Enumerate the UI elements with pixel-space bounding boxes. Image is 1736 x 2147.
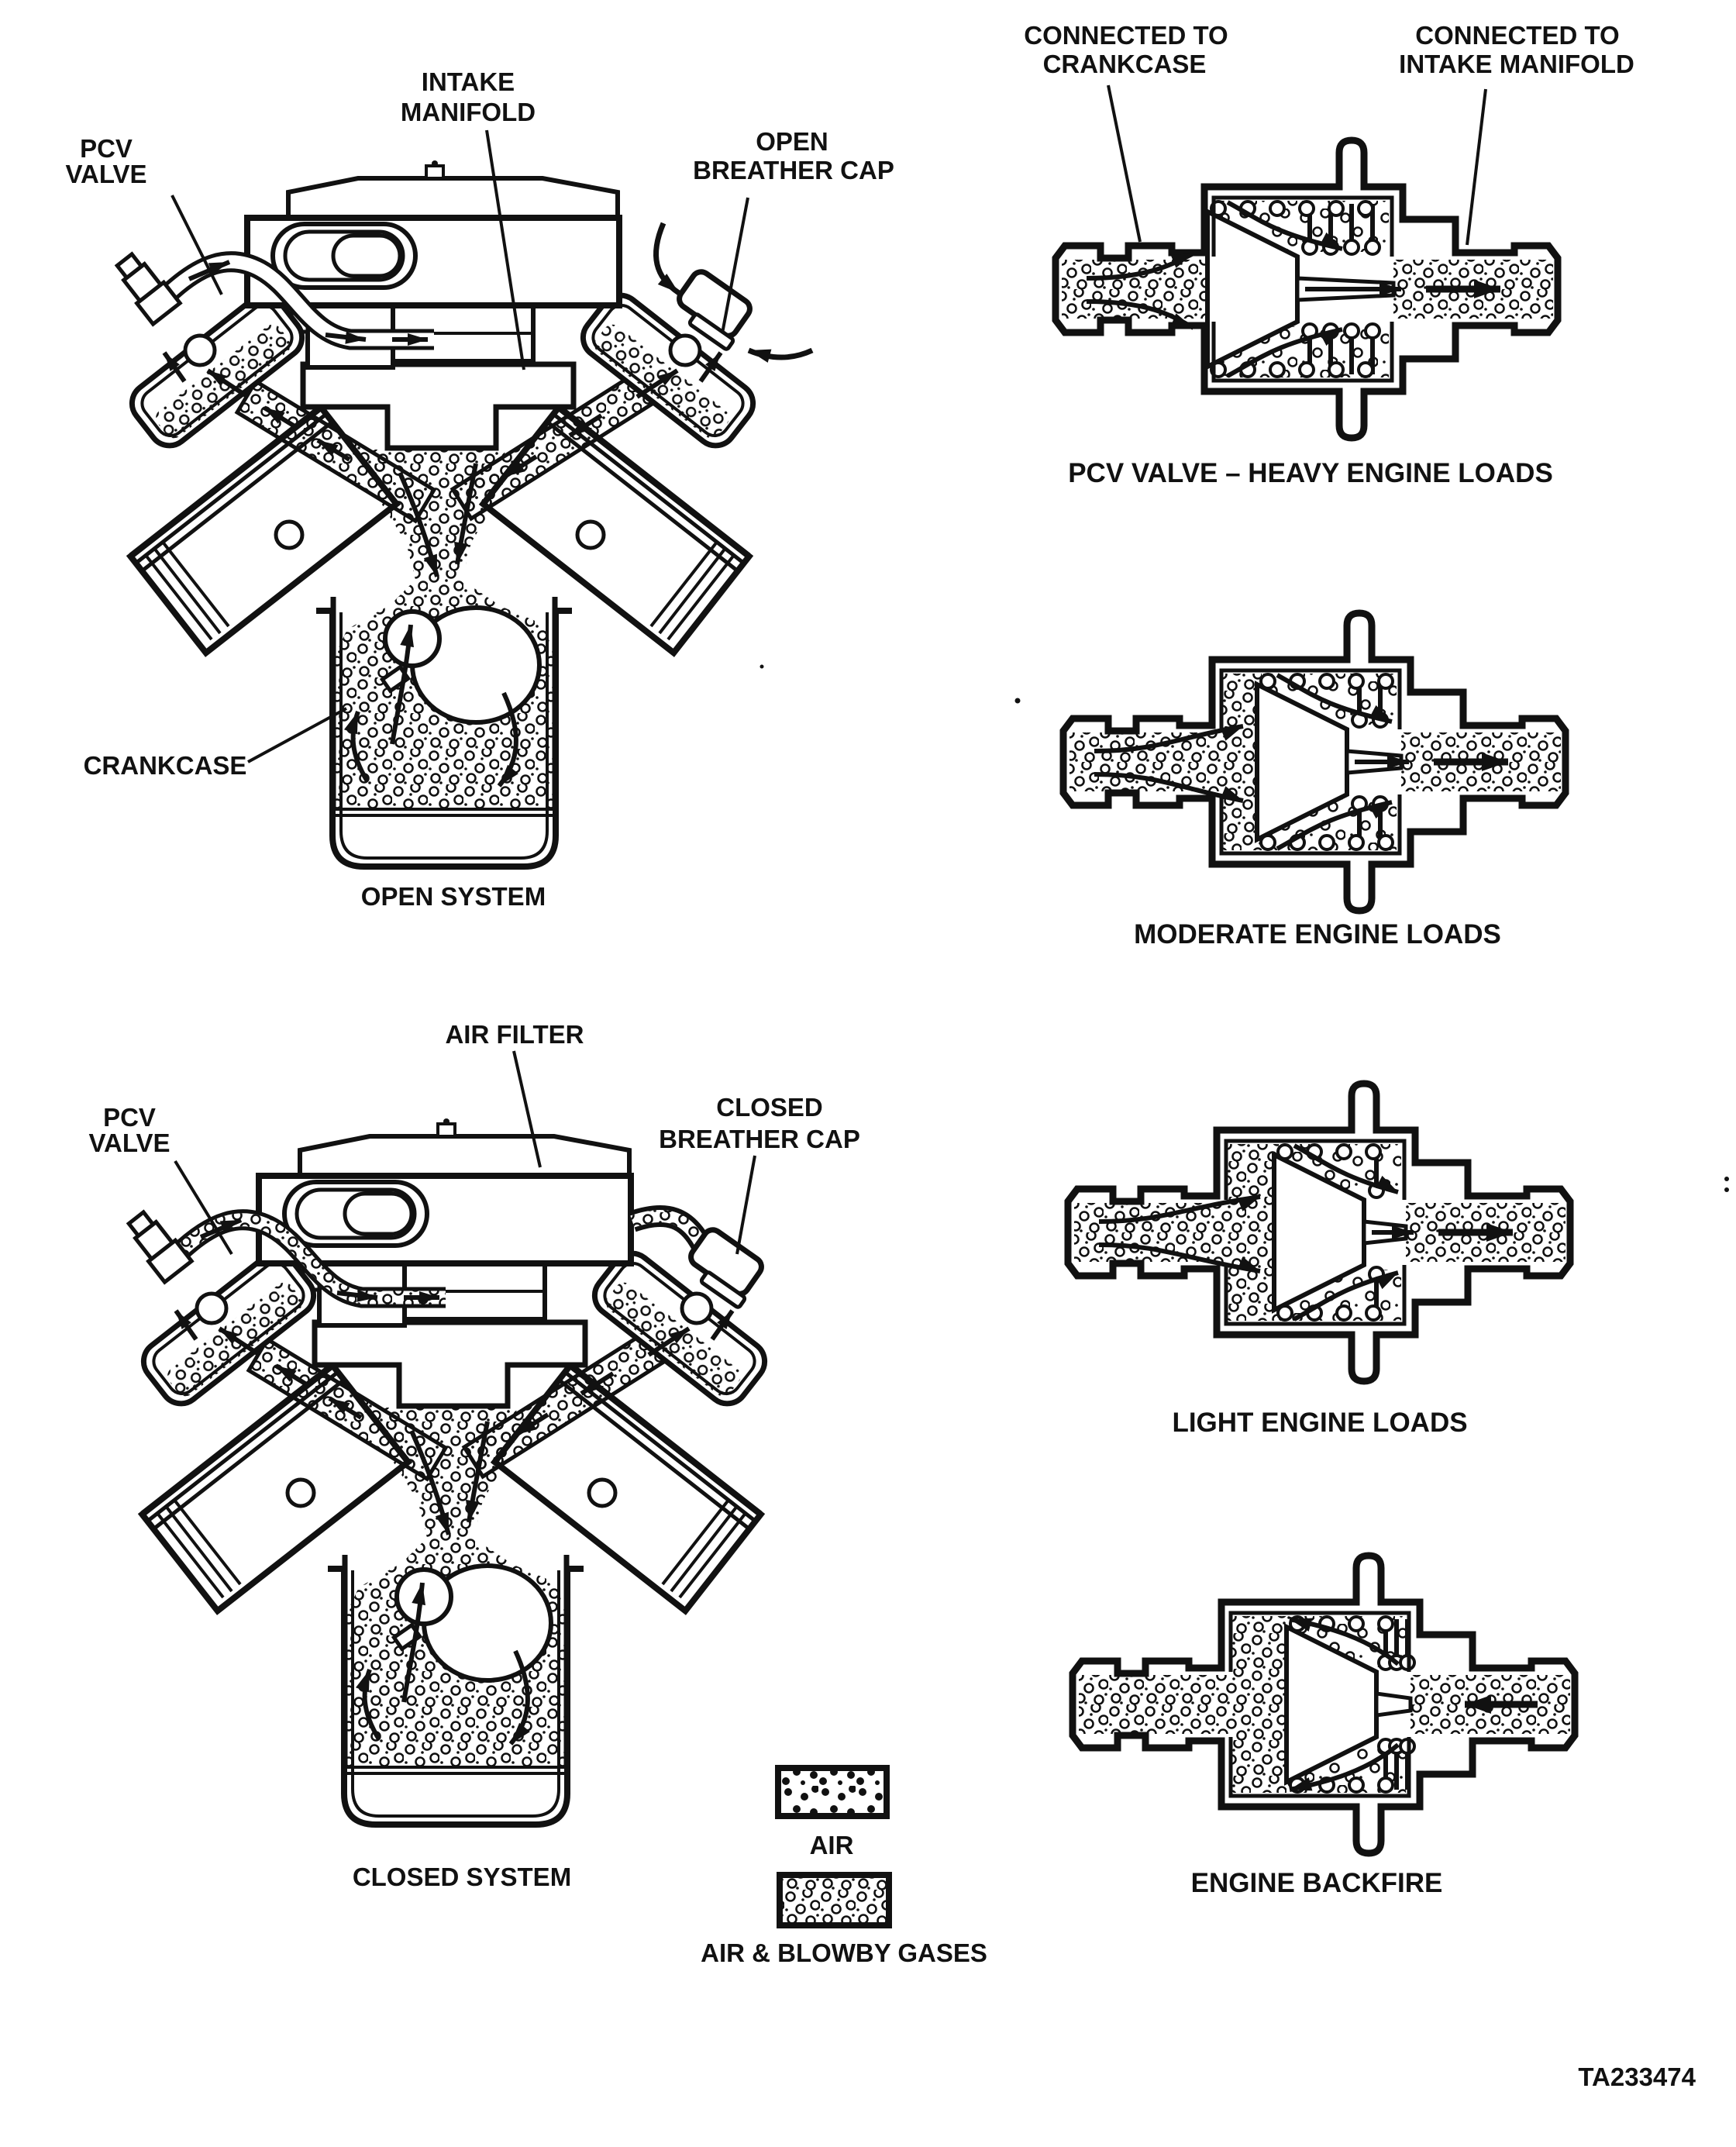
svg-text:MODERATE ENGINE LOADS: MODERATE ENGINE LOADS: [1134, 919, 1501, 949]
svg-text:CLOSED: CLOSED: [716, 1093, 823, 1122]
svg-text:TA233474: TA233474: [1578, 2063, 1696, 2091]
svg-text:BREATHER CAP: BREATHER CAP: [693, 156, 894, 184]
svg-text:AIR: AIR: [810, 1831, 854, 1859]
svg-text:VALVE: VALVE: [65, 160, 146, 188]
svg-text:OPEN: OPEN: [756, 127, 828, 156]
svg-text:CLOSED SYSTEM: CLOSED SYSTEM: [353, 1863, 571, 1891]
svg-text:OPEN SYSTEM: OPEN SYSTEM: [361, 882, 546, 911]
svg-text:LIGHT ENGINE LOADS: LIGHT ENGINE LOADS: [1172, 1408, 1467, 1438]
svg-text:CRANKCASE: CRANKCASE: [1043, 50, 1207, 78]
svg-text:MANIFOLD: MANIFOLD: [401, 98, 536, 126]
svg-text:PCV: PCV: [103, 1103, 156, 1132]
svg-text:VALVE: VALVE: [88, 1129, 170, 1157]
svg-text:AIR & BLOWBY GASES: AIR & BLOWBY GASES: [701, 1939, 987, 1967]
svg-text:INTAKE MANIFOLD: INTAKE MANIFOLD: [1399, 50, 1634, 78]
svg-text:INTAKE: INTAKE: [422, 67, 515, 96]
svg-text:PCV VALVE – HEAVY ENGINE LOADS: PCV VALVE – HEAVY ENGINE LOADS: [1068, 458, 1553, 488]
svg-text:PCV: PCV: [80, 134, 133, 163]
svg-text:CRANKCASE: CRANKCASE: [84, 751, 247, 780]
svg-text:CONNECTED TO: CONNECTED TO: [1415, 21, 1619, 50]
svg-text:AIR FILTER: AIR FILTER: [445, 1020, 584, 1049]
svg-text:ENGINE BACKFIRE: ENGINE BACKFIRE: [1191, 1868, 1443, 1898]
svg-text:CONNECTED TO: CONNECTED TO: [1024, 21, 1228, 50]
svg-text:BREATHER CAP: BREATHER CAP: [659, 1125, 860, 1153]
